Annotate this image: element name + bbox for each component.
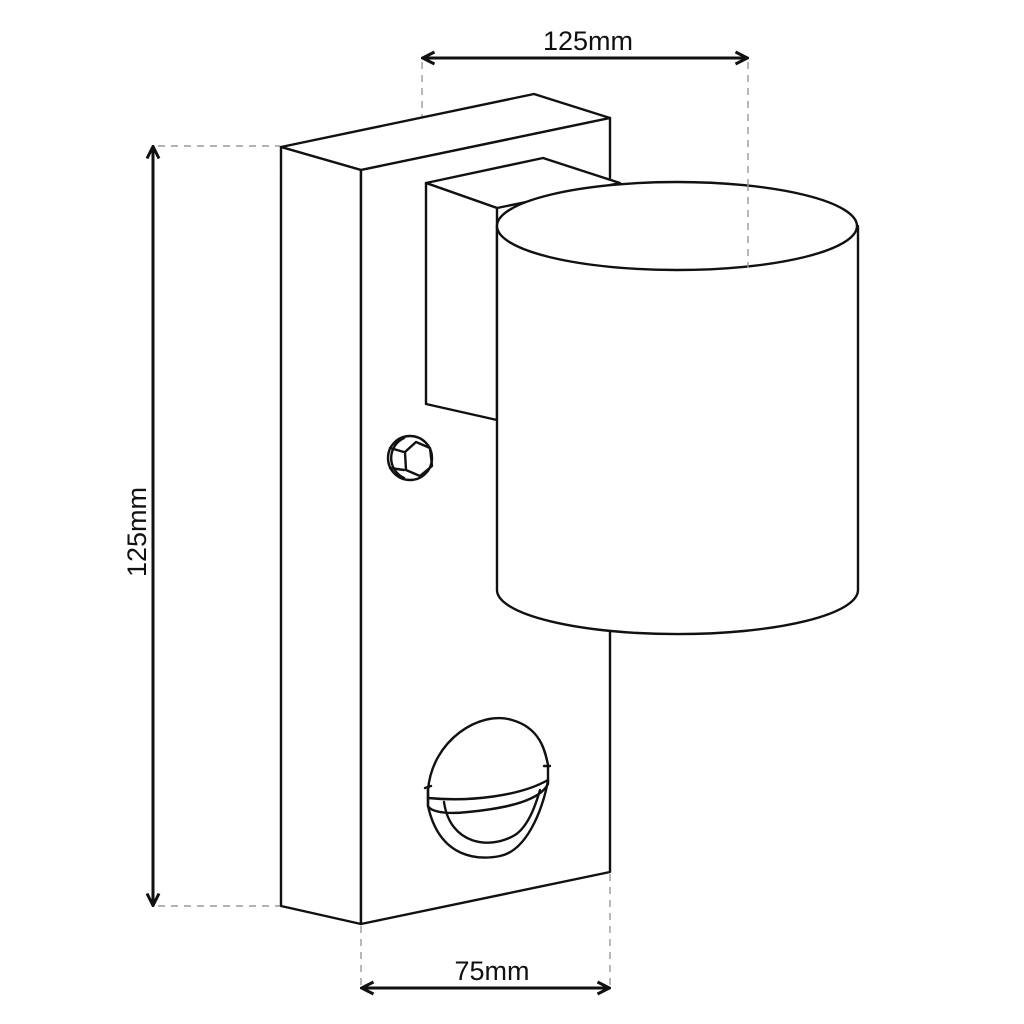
depth-label: 125mm xyxy=(543,26,633,56)
width-label: 75mm xyxy=(454,956,529,986)
dimension-width: 75mm xyxy=(363,956,608,988)
dimension-height: 125mm xyxy=(122,148,153,904)
cylinder-lamp-head xyxy=(495,180,860,636)
backplate xyxy=(279,92,612,926)
pir-motion-sensor-icon xyxy=(423,717,552,859)
dimension-depth: 125mm xyxy=(424,26,746,58)
height-label: 125mm xyxy=(122,487,152,577)
adjustment-screw-icon xyxy=(386,434,434,482)
